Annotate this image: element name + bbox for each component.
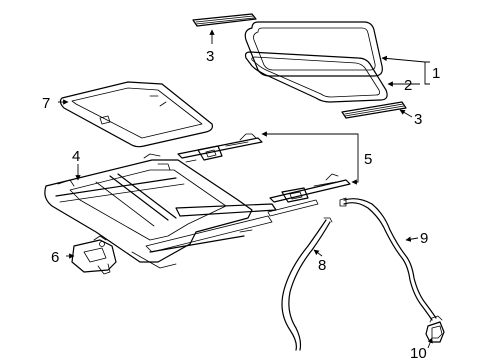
callout-5: 5 bbox=[364, 151, 372, 168]
leader-lines bbox=[58, 29, 433, 349]
callout-9: 9 bbox=[420, 230, 428, 247]
callout-10: 10 bbox=[410, 345, 427, 360]
part-5-guide-rail-upper bbox=[177, 133, 263, 163]
part-1-glass-panel bbox=[244, 21, 383, 77]
part-2-weatherstrip bbox=[244, 51, 388, 103]
callout-8: 8 bbox=[318, 257, 326, 274]
callout-6: 6 bbox=[51, 249, 59, 266]
callout-2: 2 bbox=[404, 77, 412, 94]
callout-3-upper: 3 bbox=[206, 48, 214, 65]
callout-1: 1 bbox=[432, 65, 440, 82]
callout-3-lower: 3 bbox=[414, 111, 422, 128]
part-10-clip bbox=[425, 315, 445, 343]
callout-4: 4 bbox=[72, 148, 80, 165]
part-5-guide-rail-lower bbox=[267, 173, 351, 217]
callout-7: 7 bbox=[42, 95, 50, 112]
part-9-drain-hose bbox=[339, 197, 437, 321]
part-6-motor bbox=[71, 235, 117, 275]
part-3-deflector-lower bbox=[341, 101, 407, 119]
part-3-deflector-upper bbox=[192, 13, 257, 27]
part-4-frame-housing bbox=[44, 153, 277, 269]
part-7-sunshade bbox=[59, 81, 213, 148]
part-8-drain-hose bbox=[281, 217, 333, 351]
